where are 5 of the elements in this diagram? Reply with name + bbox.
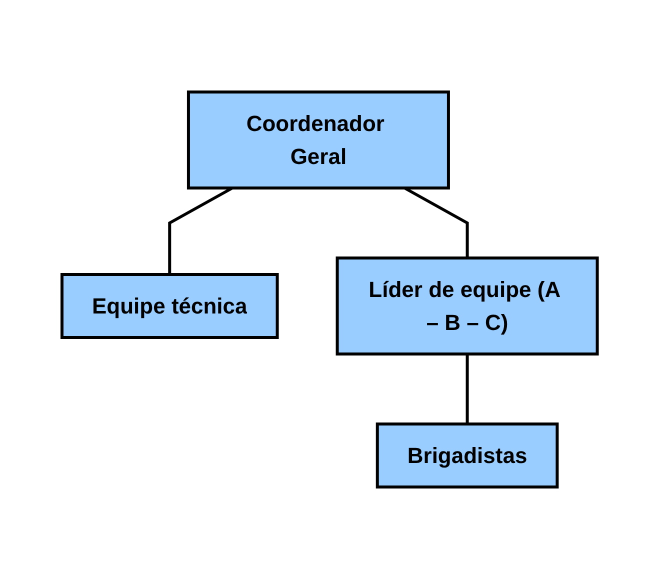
node-box: Brigadistas bbox=[376, 422, 559, 488]
connector bbox=[466, 354, 469, 424]
node-box: Equipe técnica bbox=[60, 273, 279, 339]
node-box: Coordenador Geral bbox=[186, 90, 450, 190]
node-box: Líder de equipe (A – B – C) bbox=[336, 256, 599, 356]
